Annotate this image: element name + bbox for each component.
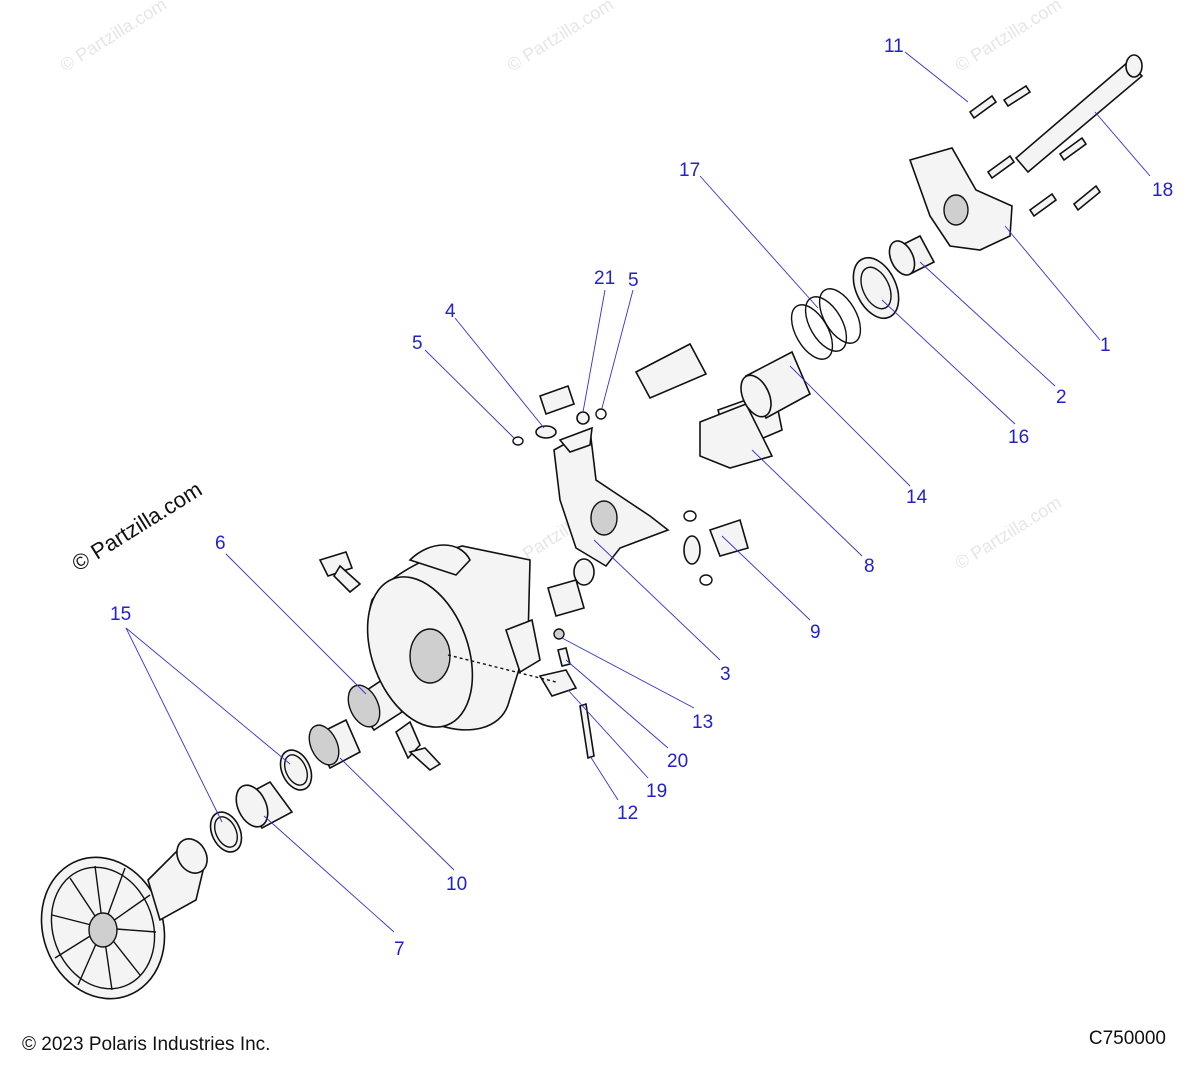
set-screw-part-13 (553, 628, 565, 640)
spring-pin-part-20 (557, 647, 571, 667)
moveable-sheave (366, 544, 541, 731)
callout-1: 1 (1100, 335, 1111, 356)
callout-14: 14 (906, 487, 928, 508)
callout-2: 2 (1056, 387, 1067, 408)
parts (40, 54, 1144, 1000)
callout-3: 3 (720, 664, 731, 685)
callout-5-left: 5 (412, 333, 423, 354)
callout-13: 13 (692, 712, 713, 733)
watermark-text: © Partzilla.com (952, 492, 1065, 573)
callout-11: 11 (884, 36, 904, 57)
weight-arm-upper (318, 551, 362, 594)
callout-19: 19 (646, 781, 667, 802)
callout-17: 17 (679, 160, 700, 181)
callout-15: 15 (110, 604, 131, 625)
callout-21: 21 (594, 268, 615, 289)
footer: © 2023 Polaris Industries Inc. C750000 (22, 1028, 1166, 1055)
callout-6: 6 (215, 533, 226, 554)
callout-10: 10 (446, 874, 467, 895)
callout-9: 9 (810, 622, 821, 643)
callout-12: 12 (617, 803, 638, 824)
shaft-part-18 (1014, 54, 1144, 174)
bushing-part-2 (888, 234, 936, 276)
watermark-text: © Partzilla.com (57, 0, 170, 75)
partzilla-watermark: © Partzilla.com (67, 476, 206, 576)
spring-part-17 (790, 288, 862, 360)
watermark-text: © Partzilla.com (504, 0, 617, 75)
callout-20: 20 (667, 751, 688, 772)
pin-part-12 (579, 702, 595, 760)
assembly-dashed-line (447, 654, 557, 683)
spider-buttons (512, 384, 607, 446)
bushing-part-10 (308, 718, 362, 770)
sheave-face-part-7 (40, 838, 208, 1000)
clip-part-9 (547, 518, 749, 617)
callout-5-right: 5 (628, 270, 639, 291)
weight-arm-lower (394, 720, 442, 771)
callout-16: 16 (1008, 427, 1029, 448)
bushing-part-7 (235, 780, 294, 830)
spring-cup-part-14 (740, 350, 812, 420)
spider-rollers (573, 510, 713, 586)
callout-labels: 11 18 17 1 2 16 14 8 9 3 4 5 21 5 13 20 … (110, 36, 1173, 960)
callout-7: 7 (394, 939, 405, 960)
spider-part-3 (553, 426, 670, 568)
callout-8: 8 (864, 556, 875, 577)
copyright-text: © 2023 Polaris Industries Inc. (22, 1034, 270, 1055)
bolt-part-11 (968, 84, 1102, 218)
callout-4: 4 (445, 301, 456, 322)
cover-plate-part-1 (908, 147, 1013, 251)
callout-18: 18 (1152, 180, 1173, 201)
weight-part-19 (538, 669, 578, 697)
diagram-code: C750000 (1089, 1028, 1166, 1049)
leader-lines (125, 51, 1151, 933)
watermark-text: © Partzilla.com (952, 0, 1065, 75)
washer-part-16 (852, 256, 900, 320)
